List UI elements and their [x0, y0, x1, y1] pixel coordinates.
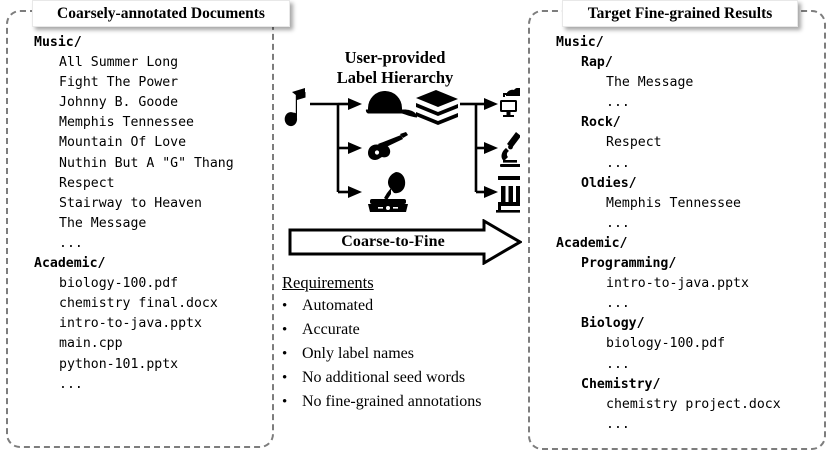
tree-leaf: ... — [606, 356, 630, 372]
music-note-icon — [284, 88, 306, 127]
bullet-icon: • — [282, 370, 288, 386]
bullet-icon: • — [282, 298, 288, 314]
tree-leaf: Fight The Power — [59, 75, 179, 91]
music-branch-arrowheads — [348, 98, 362, 198]
test-tubes-icon — [496, 176, 526, 213]
tree-node: Academic/ — [556, 235, 628, 251]
tree-leaf: ... — [606, 155, 630, 171]
microscope-icon — [500, 132, 524, 167]
tree-leaf: Memphis Tennessee — [606, 195, 741, 211]
tree-leaf: ... — [606, 215, 630, 231]
academic-branch-connectors — [460, 102, 486, 194]
label-hierarchy-diagram — [280, 87, 529, 216]
tree-node: Rap/ — [581, 55, 613, 71]
tree-leaf: Respect — [59, 175, 115, 191]
music-branch-connectors — [310, 102, 350, 194]
tree-leaf: ... — [606, 95, 630, 111]
gramophone-icon — [368, 172, 408, 212]
requirements-heading: Requirements — [282, 273, 374, 292]
tree-leaf: All Summer Long — [59, 55, 179, 71]
tree-node: Academic/ — [34, 256, 106, 272]
tree-leaf: biology-100.pdf — [606, 336, 726, 352]
tree-leaf: ... — [606, 296, 630, 312]
requirement-text: Accurate — [302, 321, 360, 338]
tree-leaf: chemistry project.docx — [606, 396, 781, 412]
bullet-icon: • — [282, 322, 288, 338]
tree-leaf: Respect — [606, 135, 662, 151]
tree-leaf: biology-100.pdf — [59, 276, 179, 292]
tree-node: Rock/ — [581, 115, 621, 131]
label-hierarchy-title-line2: Label Hierarchy — [336, 68, 454, 87]
coarse-documents-panel — [6, 10, 274, 448]
requirement-text: Automated — [302, 297, 374, 314]
requirement-text: No additional seed words — [302, 369, 466, 386]
tree-node: Programming/ — [581, 256, 677, 272]
tree-leaf: python-101.pptx — [59, 356, 179, 372]
requirement-item: • Automated — [282, 294, 532, 318]
books-icon — [416, 90, 458, 125]
requirement-item: • No additional seed words — [282, 366, 532, 390]
tree-node: Biology/ — [581, 316, 645, 332]
guitar-icon — [368, 132, 408, 160]
requirement-item: • Accurate — [282, 318, 532, 342]
tree-leaf: intro-to-java.pptx — [606, 276, 749, 292]
coarse-to-fine-arrow — [288, 218, 523, 266]
fine-grained-results-panel-title: Target Fine-grained Results — [562, 0, 798, 27]
tree-leaf: intro-to-java.pptx — [59, 316, 202, 332]
tree-node: Music/ — [556, 35, 604, 50]
label-hierarchy-title-line1: User-provided — [344, 48, 446, 67]
tree-leaf: main.cpp — [59, 336, 123, 352]
label-hierarchy-title: User-provided Label Hierarchy — [300, 48, 490, 88]
academic-branch-arrowheads — [484, 98, 498, 198]
tree-leaf: chemistry final.docx — [59, 296, 218, 312]
tree-node: Oldies/ — [581, 175, 637, 191]
tree-leaf: Memphis Tennessee — [59, 115, 194, 131]
tree-node: Music/ — [34, 35, 82, 50]
requirement-text: Only label names — [302, 345, 414, 362]
requirement-item: • No fine-grained annotations — [282, 390, 532, 414]
tree-leaf: ... — [606, 416, 630, 432]
tree-leaf: Stairway to Heaven — [59, 195, 202, 211]
tree-node: Chemistry/ — [581, 376, 661, 392]
tree-leaf: The Message — [606, 75, 694, 91]
tree-leaf: Nuthin But A "G" Thang — [59, 155, 234, 171]
tree-leaf: The Message — [59, 215, 147, 231]
bullet-icon: • — [282, 394, 288, 410]
requirement-item: • Only label names — [282, 342, 532, 366]
fine-grained-results-panel — [528, 10, 826, 450]
tree-leaf: Johnny B. Goode — [59, 95, 179, 111]
tree-leaf: ... — [59, 235, 83, 251]
fine-grained-results-tree: Music/Rap/The Message... Rock/Respect... O… — [556, 33, 781, 435]
tree-leaf: ... — [59, 376, 83, 392]
coarse-documents-panel-title: Coarsely-annotated Documents — [32, 0, 290, 27]
requirements-block: Requirements • Automated • Accurate • Only la… — [282, 272, 532, 414]
cap-icon — [365, 91, 417, 118]
computer-cloud-icon — [500, 87, 529, 117]
bullet-icon: • — [282, 346, 288, 362]
tree-leaf: Mountain Of Love — [59, 135, 187, 151]
requirement-text: No fine-grained annotations — [302, 393, 482, 410]
requirements-list: • Automated • Accurate • Only label names • No … — [282, 294, 532, 414]
